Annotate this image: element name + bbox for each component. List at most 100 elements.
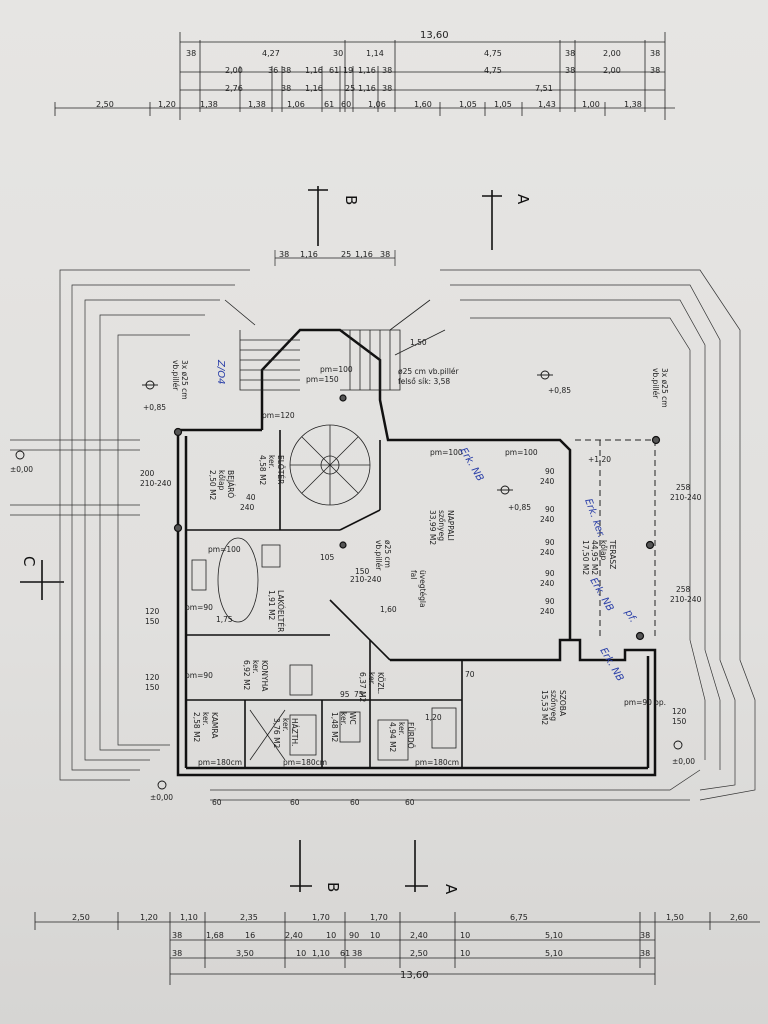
top-dim: 1,14 [366, 49, 384, 58]
label-w240b: 240 [540, 515, 555, 524]
label-w150b: 150 [145, 683, 160, 692]
label-pm180c: pm=180cm [415, 758, 459, 767]
bottom-dim: 2,50 [410, 949, 428, 958]
label-w90e: 90 [545, 597, 555, 606]
label-w60d: 60 [405, 798, 415, 807]
room-kamra-area: 2,58 M2 [192, 712, 201, 743]
label-w60c: 60 [350, 798, 360, 807]
top-dim: 19 [343, 66, 353, 75]
label-w200: 200 [140, 469, 155, 478]
label-pm100: pm=100 [430, 448, 463, 457]
label-level-000a: ±0,00 [10, 465, 33, 474]
room-kozl-area: 6,37 M2 [358, 672, 367, 703]
small-dimension-labels: pm=100 pm=100 pm=150 pm=100 pm=180cm pm=… [10, 338, 702, 807]
label-w90a: 90 [545, 467, 555, 476]
room-hazt-area: 3,76 M2 [272, 718, 281, 749]
top-dimension-texts: 13,60 38 4,27 30 1,14 4,75 38 2,00 38 2,… [96, 30, 660, 109]
bottom-dim: 1,10 [180, 913, 198, 922]
top-dim: 1,05 [494, 100, 512, 109]
stair-run [224, 299, 446, 391]
bottom-dim: 1,70 [312, 913, 330, 922]
top-dim: 38 [565, 66, 575, 75]
top-dim: 2,00 [225, 66, 243, 75]
label-w75: 75 [354, 690, 364, 699]
bottom-dim: 2,35 [240, 913, 258, 922]
bottom-dim: 5,10 [545, 931, 563, 940]
bottom-dim: 10 [326, 931, 336, 940]
top-dim: 1,60 [414, 100, 432, 109]
interior-walls [186, 430, 463, 768]
label-w210-240b: 210-240 [350, 575, 382, 584]
top-dim: 38 [186, 49, 196, 58]
label-pm90a: pm=90 [185, 603, 213, 612]
label-w210-240c: 210-240 [670, 493, 702, 502]
section-b-bottom: B [324, 882, 342, 892]
bottom-dim: 61 [340, 949, 350, 958]
label-w240e: 240 [540, 607, 555, 616]
room-wc-area: 1,48 M2 [330, 712, 339, 743]
room-nappali-floor: szőnyeg [437, 510, 446, 541]
terrain-contours [10, 269, 756, 801]
bottom-dim: 16 [245, 931, 255, 940]
section-b-top: B [342, 195, 360, 205]
top-dim: 38 [650, 66, 660, 75]
note-glass-block-wall-b: fal [409, 570, 418, 579]
room-szoba-area: 15,53 M2 [540, 690, 549, 725]
note-pillar-3b: vb.pillér [651, 368, 660, 399]
label-w90c: 90 [545, 538, 555, 547]
label-level-085c: +0,85 [508, 503, 531, 512]
top-dim: 1,06 [368, 100, 386, 109]
section-labels: B A B A C [20, 194, 532, 895]
top-dim: 38 [382, 66, 392, 75]
pillars [173, 394, 661, 641]
stair-top-dims [274, 250, 396, 266]
label-w240d: 240 [540, 579, 555, 588]
stair-dim: 38 [279, 250, 289, 259]
label-level-085b: +0,85 [548, 386, 571, 395]
bottom-dimension-block [34, 912, 760, 985]
handwriting-note: Erk. NB [587, 576, 615, 614]
label-w95: 95 [340, 690, 350, 699]
label-plus120: +1,20 [588, 455, 611, 464]
room-kamra-name: KAMRA [210, 712, 219, 739]
annotation-notes: ø25 cm vb.pillér felső sík: 3,58 ø25 cm … [171, 360, 669, 608]
top-dim: 1,16 [305, 84, 323, 93]
room-konyha-name: KONYHA [260, 660, 269, 692]
bottom-dim: 1,68 [206, 931, 224, 940]
top-dim: 38 [281, 66, 291, 75]
room-furdo-name: FÜRDŐ [406, 722, 415, 749]
label-w150c: 150 [672, 717, 687, 726]
stair-dim: 38 [380, 250, 390, 259]
label-w120c: 120 [672, 707, 687, 716]
bottom-dim: 6,75 [510, 913, 528, 922]
handwriting-note: Erk. NB [597, 646, 625, 684]
section-a-bottom: A [442, 884, 460, 895]
label-level-085a: +0,85 [143, 403, 166, 412]
room-lakoelter-name: LAKÓELTÉR [276, 590, 285, 632]
bottom-dim: 38 [640, 949, 650, 958]
top-dim: 1,00 [582, 100, 600, 109]
handwriting-note: Z/O4 [215, 359, 226, 384]
level-marks [15, 370, 683, 790]
top-dim: 2,00 [603, 66, 621, 75]
top-dim: 1,16 [358, 66, 376, 75]
room-nappali-area: 33,99 M2 [428, 510, 437, 545]
room-labels: NAPPALI szőnyeg 33,99 M2 TERASZ kőlap 44… [192, 455, 617, 753]
note-pillar-main: ø25 cm vb.pillér [398, 367, 460, 376]
section-a-top: A [514, 194, 532, 205]
room-terasz-area2: 17,50 M2 [581, 540, 590, 575]
top-dim: 4,27 [262, 49, 280, 58]
label-w240f: 240 [240, 503, 255, 512]
handwriting-note: pf. [622, 607, 638, 625]
label-w150: 150 [355, 567, 370, 576]
top-dim: 4,75 [484, 66, 502, 75]
label-w40: 40 [246, 493, 256, 502]
room-bejaro-name: BEJÁRÓ [226, 470, 235, 498]
room-eloter-floor: ker. [267, 455, 276, 468]
bottom-dim: 10 [460, 931, 470, 940]
note-pillar-4: 3x ø25 cm [180, 360, 189, 400]
room-furdo-area: 4,94 M2 [388, 722, 397, 753]
room-kozl-name: KÖZL. [376, 672, 385, 694]
